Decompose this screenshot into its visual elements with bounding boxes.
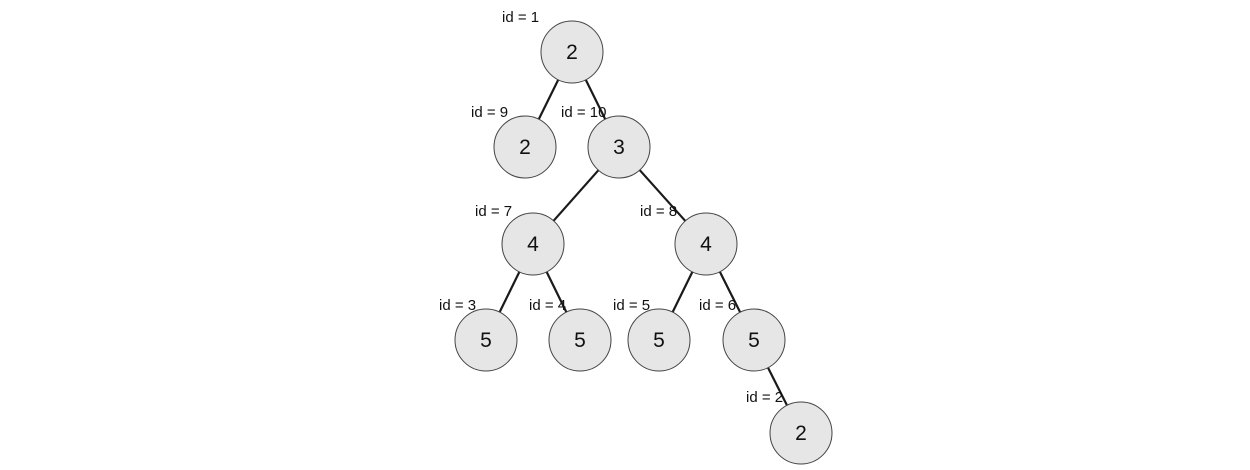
- edge-n1-n10: [584, 79, 607, 120]
- node-id-label: id = 1: [502, 9, 539, 26]
- node-value: 5: [653, 329, 665, 352]
- node-circle: [587, 115, 651, 179]
- node-circle: [501, 212, 565, 276]
- tree-node: 5id = 3: [439, 297, 518, 372]
- edge-n8-n5: [671, 271, 694, 313]
- tree-node: 2 id = 1: [502, 9, 604, 84]
- node-value: 3: [613, 136, 625, 159]
- edge-n8-n6: [718, 271, 742, 313]
- edges-layer: [498, 79, 788, 406]
- edge-n7-n3: [498, 271, 521, 313]
- node-circle: [769, 401, 833, 465]
- node-id-label: id = 6: [699, 297, 736, 314]
- tree-node: 2 id = 9: [471, 104, 557, 179]
- node-circle: [674, 212, 738, 276]
- edge-n1-n9: [537, 79, 560, 120]
- node-circle: [548, 308, 612, 372]
- node-value: 4: [700, 233, 712, 256]
- edge-n10-n7: [552, 169, 600, 222]
- tree-node: 4 id = 8: [640, 203, 738, 276]
- tree-node: 5 id = 4: [529, 297, 612, 372]
- tree-node: 5 id = 6: [699, 297, 786, 372]
- node-circle: [493, 115, 557, 179]
- tree-node: 3 id = 10: [561, 104, 651, 179]
- edge-n10-n8: [638, 169, 687, 222]
- node-id-label: id = 4: [529, 297, 566, 314]
- node-id-label: id = 9: [471, 104, 508, 121]
- node-id-label: id = 3: [439, 297, 476, 314]
- node-value: 2: [566, 41, 578, 64]
- node-circle: [627, 308, 691, 372]
- edge-n7-n4: [545, 271, 568, 313]
- tree-node: 5id = 5: [613, 297, 691, 372]
- node-id-label: id = 7: [475, 203, 512, 220]
- node-value: 4: [527, 233, 539, 256]
- node-circle: [722, 308, 786, 372]
- node-value: 2: [795, 422, 807, 445]
- node-id-label: id = 8: [640, 203, 677, 220]
- node-value: 2: [519, 136, 531, 159]
- node-circle: [540, 20, 604, 84]
- node-id-label: id = 10: [561, 104, 606, 121]
- tree-node: 4 id = 7: [475, 203, 565, 276]
- node-id-label: id = 5: [613, 297, 650, 314]
- node-value: 5: [748, 329, 760, 352]
- edge-n6-n2: [767, 367, 788, 406]
- node-circle: [454, 308, 518, 372]
- tree-node: 2 id = 2: [746, 389, 833, 465]
- node-value: 5: [574, 329, 586, 352]
- node-value: 5: [480, 329, 492, 352]
- node-id-label: id = 2: [746, 389, 783, 406]
